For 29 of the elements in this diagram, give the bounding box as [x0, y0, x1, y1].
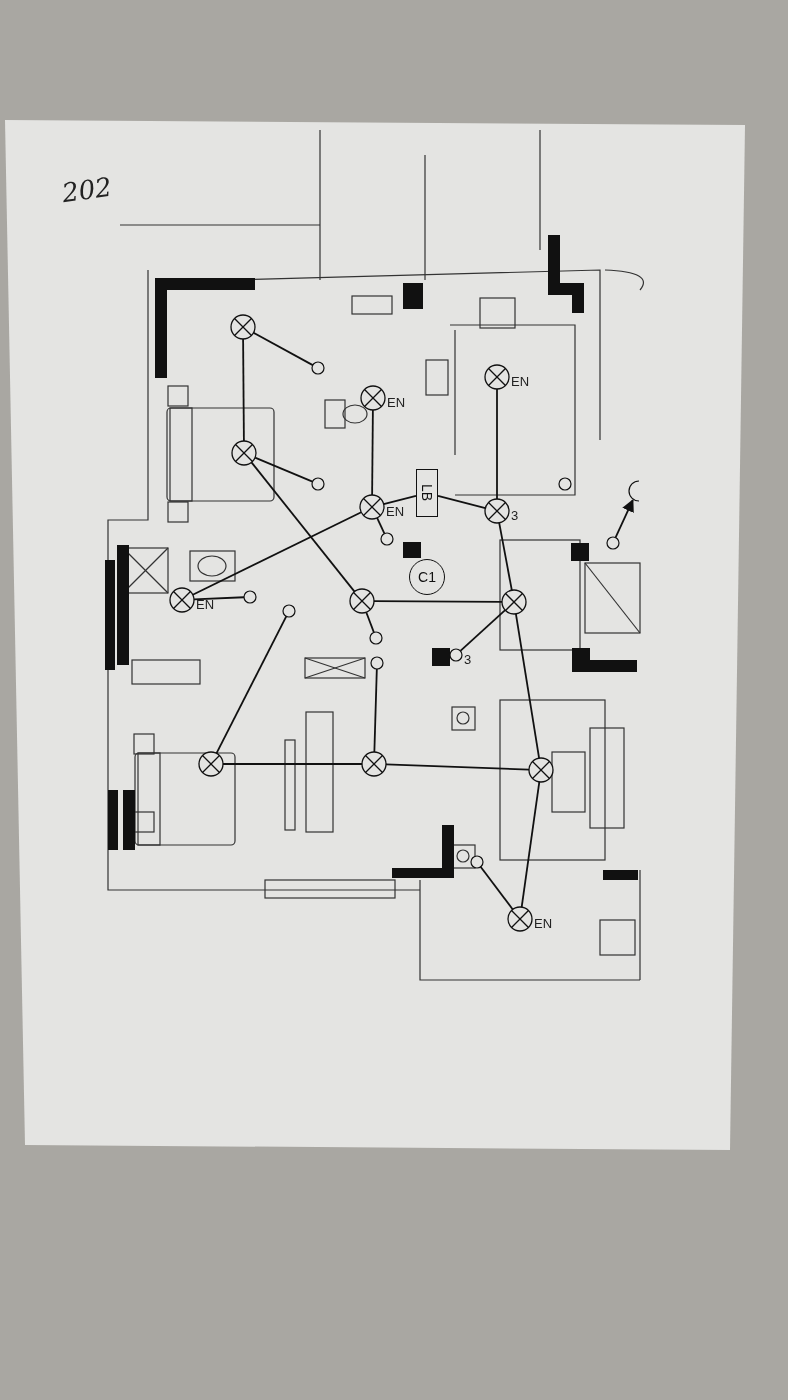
wire-line — [479, 865, 514, 911]
wire-line — [496, 388, 498, 500]
wire-line — [215, 615, 288, 755]
wire-line — [498, 521, 513, 592]
lamp-tag: EN — [386, 505, 405, 518]
wire-line — [385, 763, 530, 771]
wire-line — [254, 456, 314, 483]
wire-line — [373, 668, 378, 753]
wire-line — [515, 612, 540, 760]
wire-line — [371, 409, 374, 496]
wire-line — [242, 338, 245, 442]
handwritten-number: 202 — [60, 171, 114, 209]
wire-line — [365, 611, 375, 634]
wire-line — [193, 596, 245, 601]
wire-line — [459, 609, 507, 652]
wire-line — [376, 516, 386, 535]
lamp-tag: EN — [534, 917, 553, 930]
lamp-tag: EN — [511, 375, 530, 388]
lamp-tag: EN — [387, 396, 406, 409]
lamp-tag: EN — [196, 598, 215, 611]
wire-line — [382, 494, 417, 505]
wire-line — [520, 781, 541, 908]
lamp-tag: 3 — [511, 509, 519, 522]
label-box: LB — [416, 469, 438, 517]
wire-line — [191, 511, 363, 596]
wire-line — [252, 331, 314, 366]
lamp-tag: 3 — [464, 653, 472, 666]
wire-line — [250, 461, 356, 593]
wire-line — [437, 494, 487, 509]
